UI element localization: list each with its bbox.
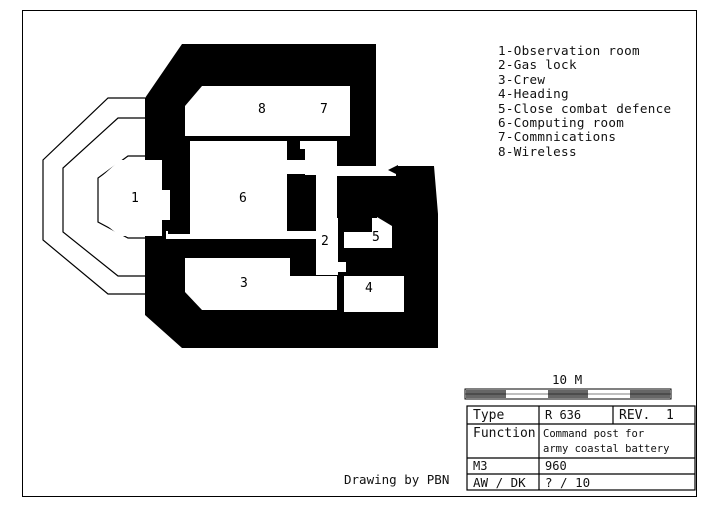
room-openings: [100, 86, 404, 312]
drawing-frame: [22, 10, 697, 497]
entrance-arrow-icon: [388, 165, 408, 175]
legend-item: 7-Commnications: [498, 129, 617, 145]
type-value: R 636: [545, 408, 582, 422]
room-label-1: 1: [131, 191, 139, 206]
interior-piers: [168, 176, 377, 274]
awdk-label: AW / DK: [473, 475, 526, 490]
drawing-credit: Drawing by PBN: [344, 472, 450, 487]
observation-outline: [42, 97, 160, 295]
function-label: Function: [473, 426, 536, 441]
m3-label: M3: [473, 459, 488, 473]
legend-item: 1-Observation room: [498, 43, 640, 58]
scale-label: 10 M: [552, 372, 583, 387]
title-block-grid: [466, 405, 696, 491]
room-label-8: 8: [258, 102, 266, 117]
room-label-4: 4: [365, 281, 373, 296]
legend-item: 3-Crew: [498, 71, 546, 87]
legend-item: 8-Wireless: [498, 143, 577, 159]
function-value-line2: army coastal battery: [543, 443, 670, 455]
room-label-7: 7: [320, 102, 328, 117]
function-value-line1: Command post for: [543, 428, 645, 440]
awdk-value: ? / 10: [545, 475, 591, 490]
scale-bar: [464, 388, 672, 400]
room-label-3: 3: [240, 276, 248, 291]
room-label-5: 5: [372, 230, 380, 245]
room-label-2: 2: [321, 234, 329, 249]
legend-item: 2-Gas lock: [498, 57, 577, 73]
room-label-6: 6: [239, 191, 247, 206]
type-label: Type: [473, 408, 505, 423]
legend-item: 5-Close combat defence: [498, 100, 672, 116]
rev-label: REV.: [619, 408, 651, 423]
m3-value: 960: [545, 459, 567, 473]
legend-item: 6-Computing room: [498, 115, 625, 131]
room-legend: 1-Observation room 2-Gas lock 3-Crew 4-H…: [498, 43, 672, 159]
legend-item: 4-Heading: [498, 86, 569, 102]
rev-value: 1: [666, 408, 674, 423]
